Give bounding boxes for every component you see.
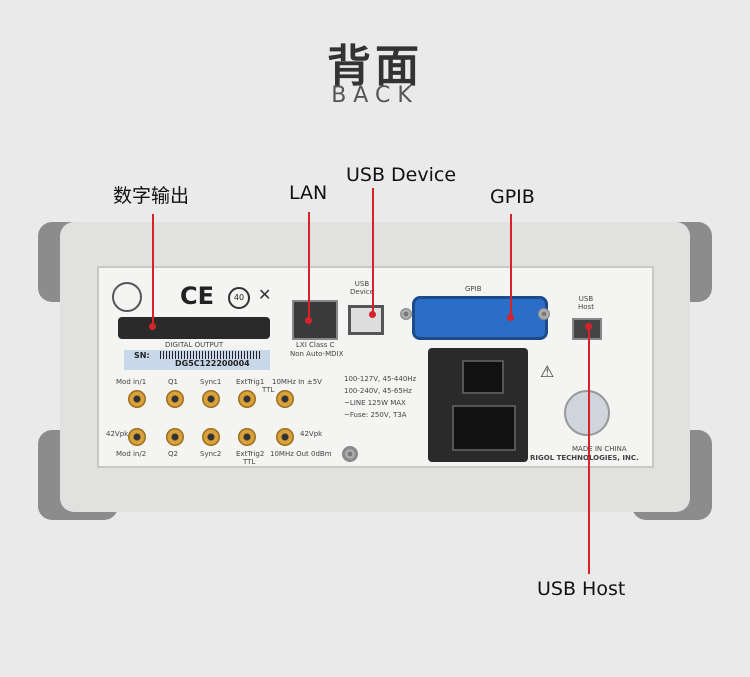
warning-icon: ⚠ (540, 362, 555, 381)
bnc-connector (128, 428, 146, 446)
leader-usb-host (588, 326, 590, 574)
weee-icon: ✕ (258, 285, 272, 304)
lxi-mdix: Non Auto-MDIX (290, 350, 344, 358)
voltage-label: 42Vpk (106, 430, 129, 438)
leader-dot (305, 317, 312, 324)
sn-barcode (160, 351, 260, 359)
page-subtitle: BACK (331, 83, 419, 108)
leader-lan (308, 212, 310, 320)
bnc-label: Mod in/2 (116, 450, 147, 458)
bnc-connector (128, 390, 146, 408)
ground-terminal (342, 446, 358, 462)
gpib-connector (412, 296, 548, 340)
leader-dot (507, 314, 514, 321)
bnc-label: Q2 (168, 450, 178, 458)
bnc-connector (238, 428, 256, 446)
bnc-connector (238, 390, 256, 408)
bnc-label: 10MHz Out 0dBm (270, 450, 332, 458)
bnc-label: Q1 (168, 378, 178, 386)
bnc-connector (276, 390, 294, 408)
usb-host-label: USB Host (578, 295, 594, 311)
ce-mark: CE (180, 282, 215, 310)
bnc-connector (166, 428, 184, 446)
brand-name: RIGOL TECHNOLOGIES, INC. (530, 454, 639, 462)
power-spec: 100-240V, 45-65Hz (344, 387, 412, 395)
bnc-connector (166, 390, 184, 408)
voltage-label: 42Vpk (300, 430, 323, 438)
power-socket (452, 405, 516, 451)
leader-dot (369, 311, 376, 318)
leader-dot (149, 323, 156, 330)
leader-dot (585, 323, 592, 330)
digital-output-connector (118, 317, 270, 339)
leader-usb-device (372, 188, 374, 314)
callout-usb-device: USB Device (346, 164, 457, 186)
bnc-connector (276, 428, 294, 446)
power-spec: ~Fuse: 250V, T3A (344, 411, 407, 419)
page-title: 背面 (327, 41, 423, 92)
bnc-connector (202, 390, 220, 408)
power-spec: ~LINE 125W MAX (344, 399, 406, 407)
bnc-label: Sync1 (200, 378, 222, 386)
sn-label: SN: (134, 351, 150, 360)
gpib-screw-left (400, 308, 412, 320)
callout-usb-host: USB Host (537, 578, 626, 600)
bnc-connector (202, 428, 220, 446)
bnc-label: Sync2 (200, 450, 222, 458)
made-in: MADE IN CHINA (572, 445, 627, 453)
callout-lan: LAN (289, 182, 328, 204)
bnc-label: ExtTrig1 (236, 378, 265, 386)
ttl-label: TTL (262, 386, 275, 394)
bnc-label: 10MHz In ±5V (272, 378, 322, 386)
leader-gpib (510, 214, 512, 318)
power-switch[interactable] (462, 360, 504, 394)
ttl-label: TTL (243, 458, 256, 466)
digital-output-label: DIGITAL OUTPUT (165, 341, 224, 349)
bnc-label: ExtTrig2 (236, 450, 265, 458)
cert-mark: 40 (228, 287, 250, 309)
power-spec: 100-127V, 45-440Hz (344, 375, 417, 383)
callout-gpib: GPIB (490, 186, 535, 208)
lxi-class: LXI Class C (296, 341, 335, 349)
gpib-screw-right (538, 308, 550, 320)
usb-device-label: USB Device (350, 280, 374, 296)
lan-port (292, 300, 338, 340)
sn-value: DG5C122200004 (175, 359, 250, 368)
gpib-label: GPIB (465, 285, 482, 293)
security-lock-slot (564, 390, 610, 436)
bnc-label: Mod in/1 (116, 378, 147, 386)
callout-digital-output: 数字输出 (113, 185, 190, 207)
rigol-logo (112, 282, 142, 312)
usb-device-port (348, 305, 384, 335)
leader-digital-output (152, 214, 154, 328)
rear-panel (97, 266, 654, 468)
